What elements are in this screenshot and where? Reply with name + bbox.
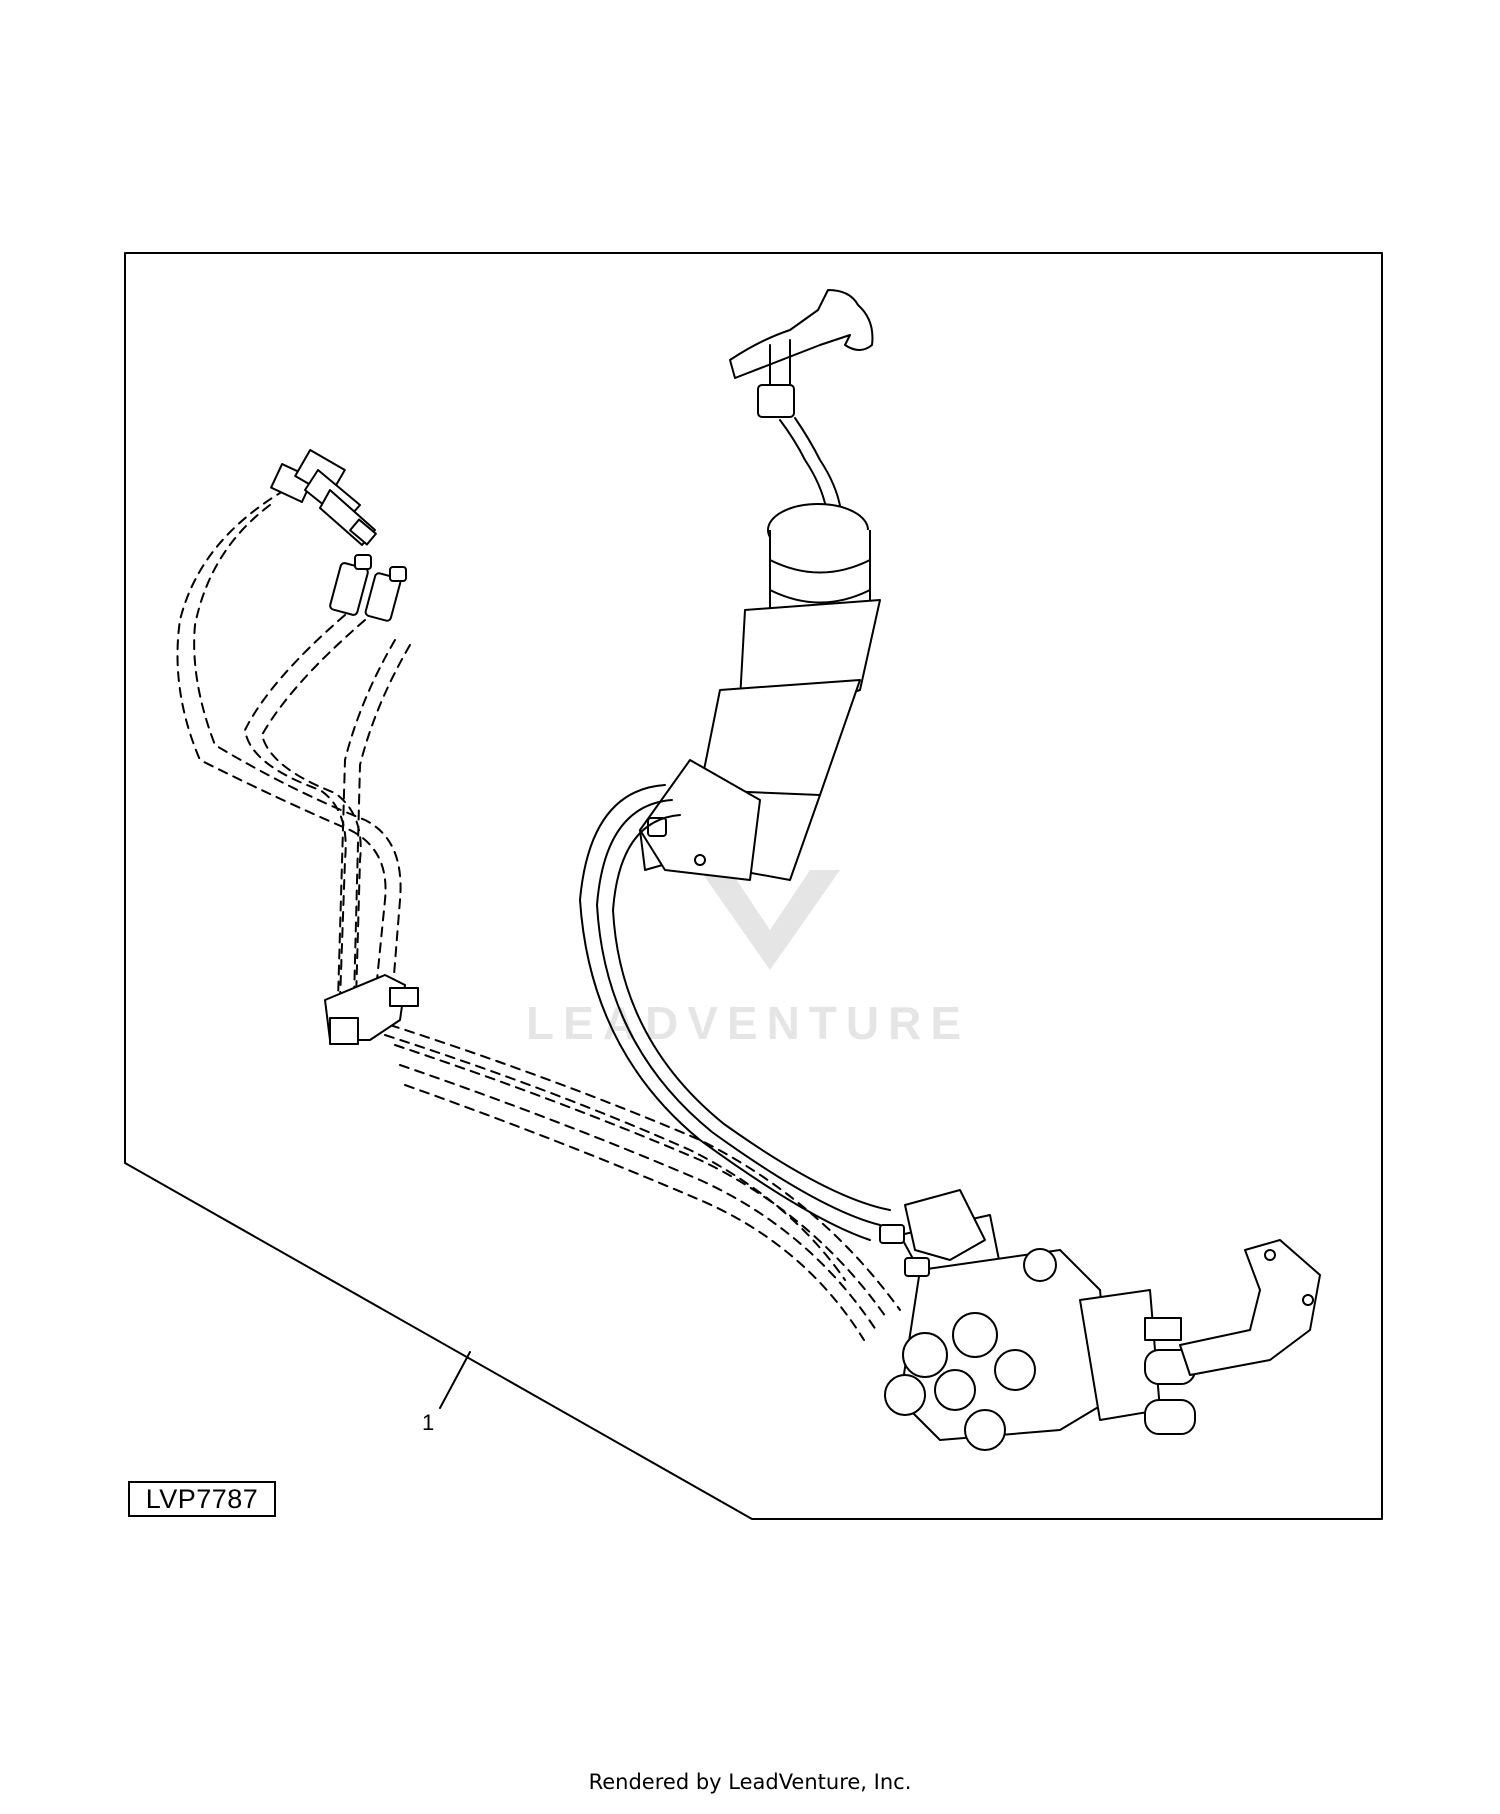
control-cables [579, 784, 891, 1241]
hose-clamp [324, 974, 419, 1045]
cable-bracket [879, 1189, 986, 1277]
valve-bracket [1179, 1239, 1321, 1376]
figure-id-text: LVP7787 [145, 1483, 259, 1514]
kit-frame [124, 252, 1383, 1520]
hydraulic-hoses [176, 489, 901, 1341]
hose-fittings [270, 449, 407, 622]
joystick-handle [729, 289, 874, 418]
callout-leader-line [439, 1351, 471, 1409]
figure-id-label: LVP7787 [128, 1481, 276, 1517]
callout-number: 1 [422, 1410, 434, 1435]
footer-credit: Rendered by LeadVenture, Inc. [588, 1770, 912, 1794]
watermark-text: LEADVENTURE [525, 997, 971, 1049]
